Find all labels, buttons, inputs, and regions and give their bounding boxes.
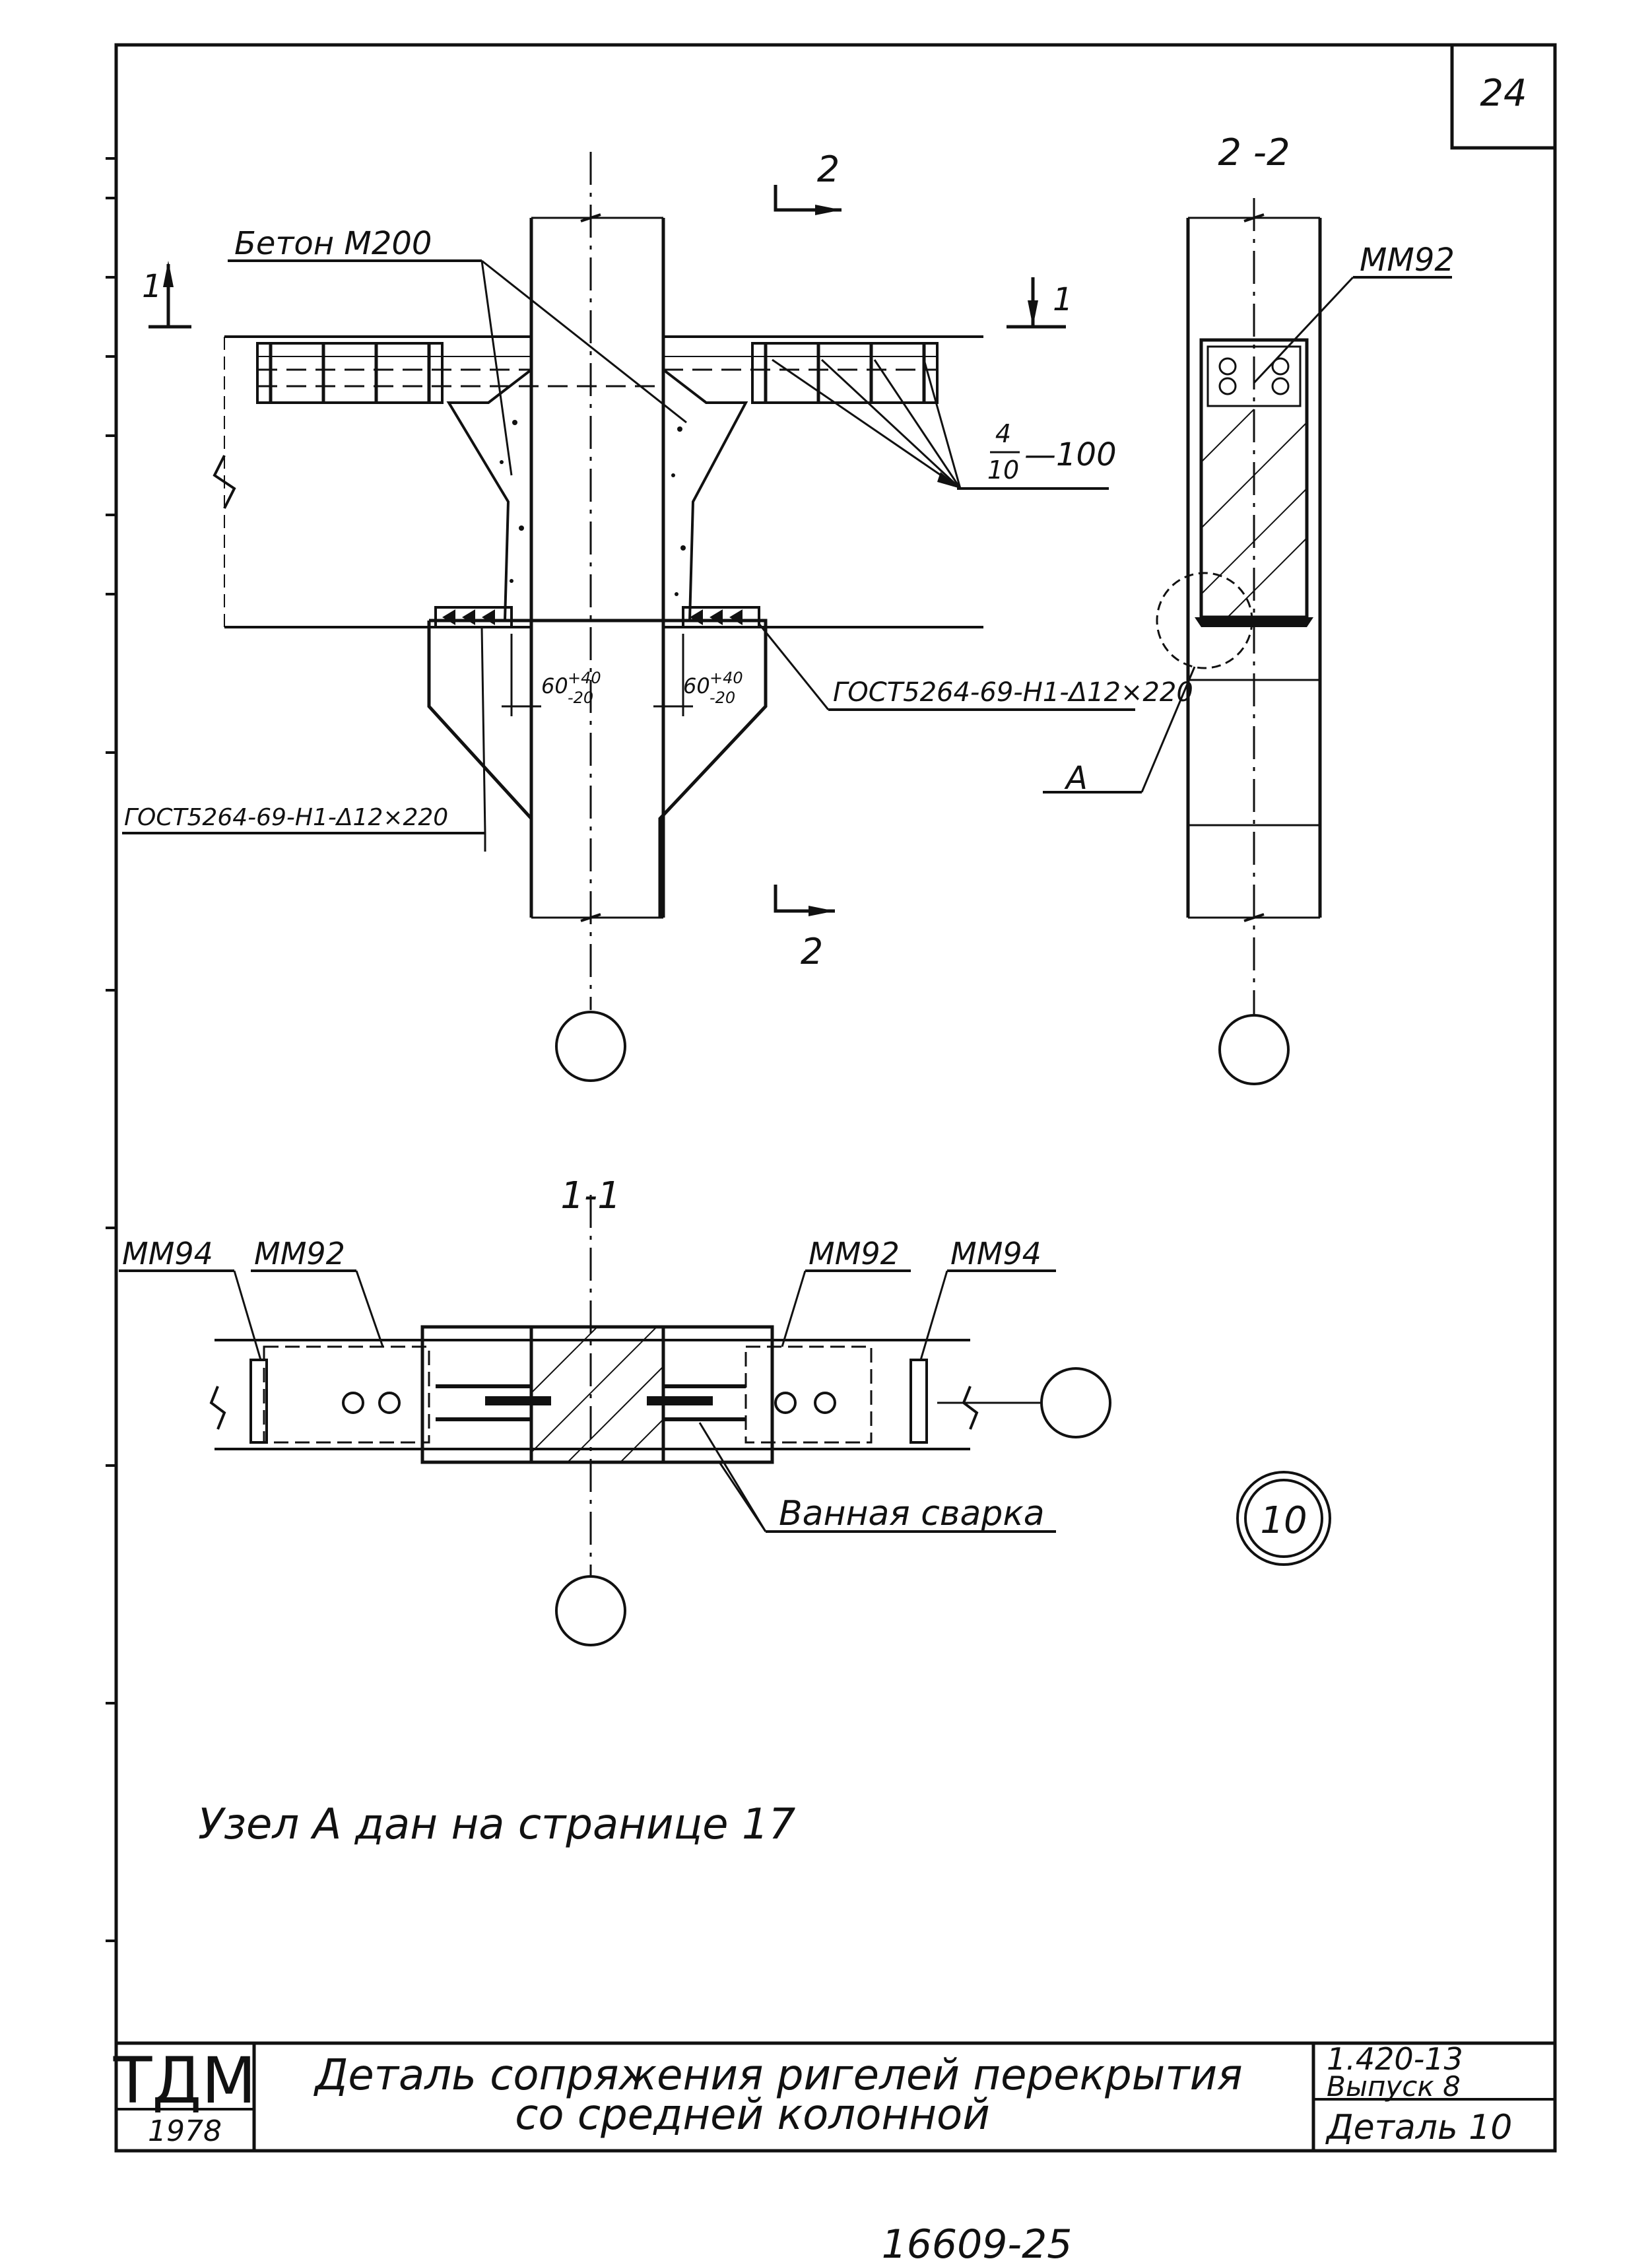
mm94-left-label: ММ94 [122, 1236, 213, 1271]
section-1-left-label: 1 [142, 268, 162, 305]
section-1-1-view: 1-1 [119, 1174, 1331, 1646]
dim-right-tol-dn: -20 [710, 689, 735, 707]
title-line-1: Деталь сопряжения ригелей перекрытия [313, 2051, 1242, 2100]
detail-mark-number: 10 [1260, 1499, 1307, 1542]
title-line-2: со средней колонной [515, 2091, 990, 2140]
rebar-spacing-numerator: 4 [995, 419, 1011, 448]
node-a-label: А [1064, 760, 1088, 797]
concrete-label: Бетон М200 [234, 225, 432, 262]
issue-number: Выпуск 8 [1327, 2070, 1461, 2103]
detail-number: Деталь 10 [1325, 2108, 1512, 2147]
dim-right-value: 60 [683, 673, 710, 698]
dim-left-value: 60 [541, 673, 568, 698]
section-1-right-label: 1 [1053, 281, 1073, 318]
section-2-top-label: 2 [817, 149, 840, 190]
mm94-right-label: ММ94 [950, 1236, 1041, 1271]
mm92-top-label: ММ92 [1360, 242, 1455, 279]
axis-marker-circle-4 [555, 1575, 626, 1646]
rebar-spacing-value: —100 [1024, 436, 1117, 473]
dim-right-tol-up: +40 [710, 669, 743, 687]
rebar-spacing-denominator: 10 [987, 456, 1019, 485]
axis-marker-circle [555, 1011, 626, 1082]
note-text: Узел А дан на странице 17 [198, 1800, 796, 1849]
page-number-box: 24 [1450, 43, 1557, 150]
dim-left-tol-up: +40 [568, 669, 601, 687]
section-2-bottom-label: 2 [801, 931, 823, 972]
weld-label-left: ГОСТ5264-69-Н1-Δ12×220 [124, 804, 448, 831]
mm92-left-label: ММ92 [254, 1236, 345, 1271]
elevation-view: 2 2 1 1 Бетон М200 4 10 —100 [122, 149, 1193, 1082]
series-number: 1.420-13 [1327, 2041, 1463, 2077]
title-block: ТДМ 1978 Деталь сопряжения ригелей перек… [113, 2041, 1555, 2151]
axis-marker-circle-3 [1040, 1367, 1111, 1438]
bath-welding-label: Ванная сварка [779, 1494, 1045, 1534]
section-2-2-title: 2 -2 [1218, 131, 1290, 174]
mm92-right-label: ММ92 [809, 1236, 900, 1271]
stamp-number: 16609-25 [882, 2221, 1073, 2261]
sheet-frame [106, 43, 1557, 2153]
section-2-2-view: 2 -2 ММ92 А [1043, 131, 1455, 1085]
axis-marker-circle-2 [1218, 1014, 1290, 1085]
dim-left-tol-dn: -20 [568, 689, 593, 707]
org-mark: ТДМ [113, 2044, 256, 2118]
page-number: 24 [1480, 72, 1527, 115]
weld-label-right: ГОСТ5264-69-Н1-Δ12×220 [833, 677, 1193, 708]
detail-mark-outer [1236, 1471, 1331, 1566]
year: 1978 [148, 2114, 222, 2148]
